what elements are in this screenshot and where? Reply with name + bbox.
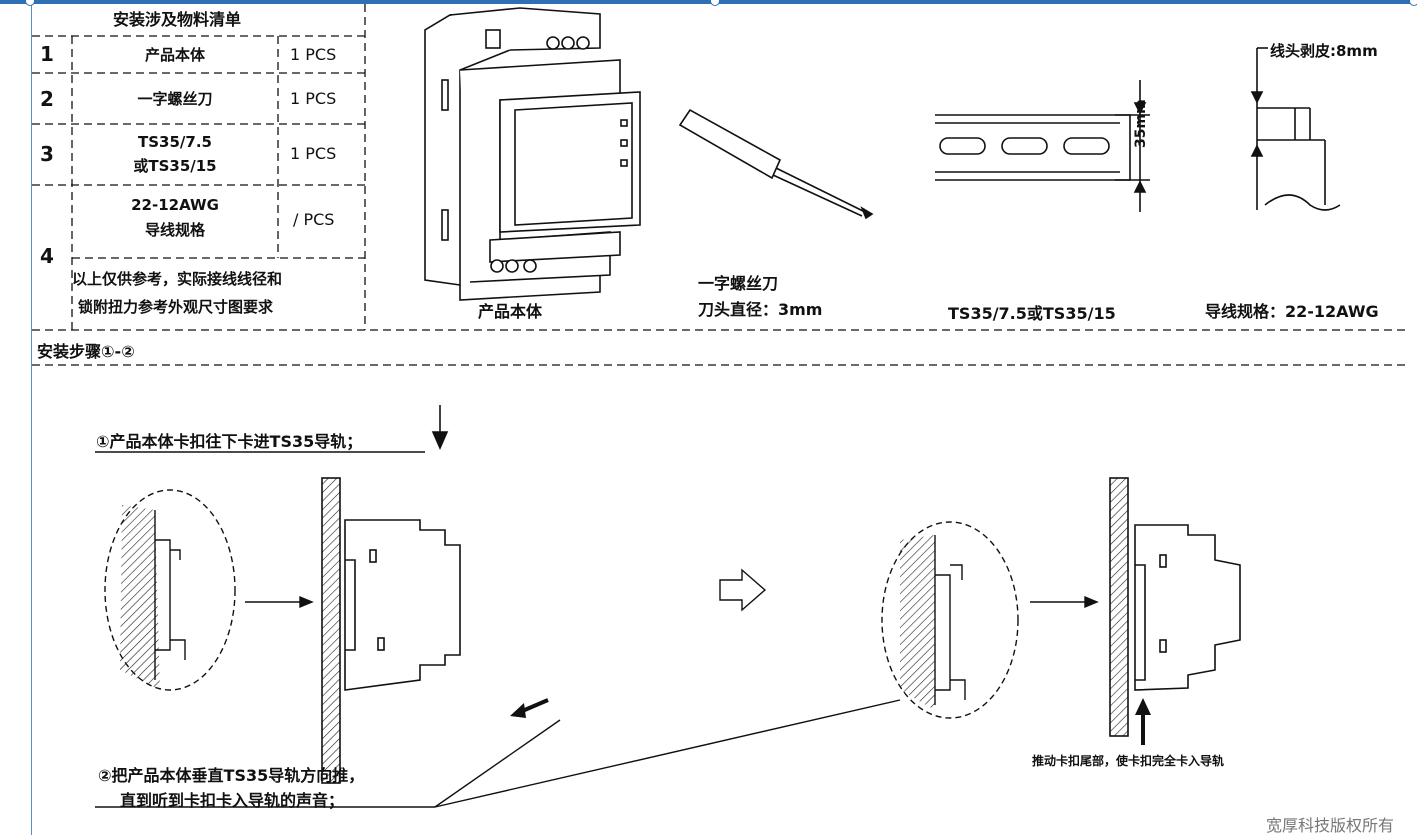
next-step-arrow — [719, 568, 767, 612]
row-3-number: 3 — [40, 142, 54, 166]
window-top-border — [0, 0, 1417, 4]
step1-product-side — [321, 477, 461, 784]
step2-pointer — [95, 699, 901, 808]
product-caption: 产品本体 — [478, 302, 543, 321]
table-title: 安装涉及物料清单 — [113, 10, 242, 29]
row-2-qty: 1 PCS — [290, 89, 337, 108]
wire-strip-drawing — [1250, 47, 1341, 211]
step1-text: ①产品本体卡扣往下卡进TS35导轨； — [96, 432, 363, 451]
step2-text-line1: ②把产品本体垂直TS35导轨方向推， — [98, 766, 365, 785]
step2-product-side — [1109, 477, 1241, 737]
step1-zoom-detail — [104, 489, 314, 691]
strip-length-label: 线头剥皮:8mm — [1270, 42, 1378, 60]
rail-caption: TS35/7.5或TS35/15 — [948, 304, 1116, 323]
row-2-number: 2 — [40, 87, 54, 111]
window-left-border — [31, 4, 32, 835]
copyright-watermark: 宽厚科技版权所有 — [1266, 816, 1395, 835]
row-2-name: 一字螺丝刀 — [137, 89, 213, 108]
steps-heading: 安装步骤①-② — [37, 342, 135, 361]
row-1-number: 1 — [40, 42, 54, 66]
row-4-qty: / PCS — [293, 210, 335, 229]
row-3-name-line2: 或TS35/15 — [133, 157, 217, 175]
push-arrow — [1135, 698, 1151, 745]
step2-text-line2: 直到听到卡扣卡入导轨的声音； — [120, 791, 345, 810]
step1-arrow — [95, 405, 449, 453]
row-3-qty: 1 PCS — [290, 144, 337, 163]
row-3-name-line1: TS35/7.5 — [138, 133, 212, 151]
rail-dimension: 35mm — [1133, 99, 1149, 148]
wire-caption: 导线规格：22-12AWG — [1205, 302, 1379, 321]
screwdriver-drawing — [678, 108, 874, 220]
table-note-line2: 锁附扭力参考外观尺寸图要求 — [78, 298, 274, 316]
product-body-drawing — [424, 7, 641, 301]
push-note: 推动卡扣尾部，使卡扣完全卡入导轨 — [1032, 754, 1225, 768]
table-grid — [32, 4, 1410, 366]
row-4-number: 4 — [40, 244, 54, 268]
resize-handle-right[interactable] — [1409, 0, 1417, 6]
resize-handle-center[interactable] — [710, 0, 720, 6]
table-note-line1: 以上仅供参考，实际接线线径和 — [72, 270, 283, 288]
row-4-name-line1: 22-12AWG — [131, 196, 219, 214]
din-rail-drawing — [935, 80, 1150, 212]
screwdriver-caption-line2: 刀头直径：3mm — [698, 300, 823, 319]
step2-zoom-detail — [881, 521, 1099, 719]
resize-handle-left[interactable] — [25, 0, 35, 6]
row-1-name: 产品本体 — [144, 45, 205, 64]
row-4-name-line2: 导线规格 — [144, 221, 205, 239]
screwdriver-caption-line1: 一字螺丝刀 — [698, 274, 779, 293]
row-1-qty: 1 PCS — [290, 45, 337, 64]
